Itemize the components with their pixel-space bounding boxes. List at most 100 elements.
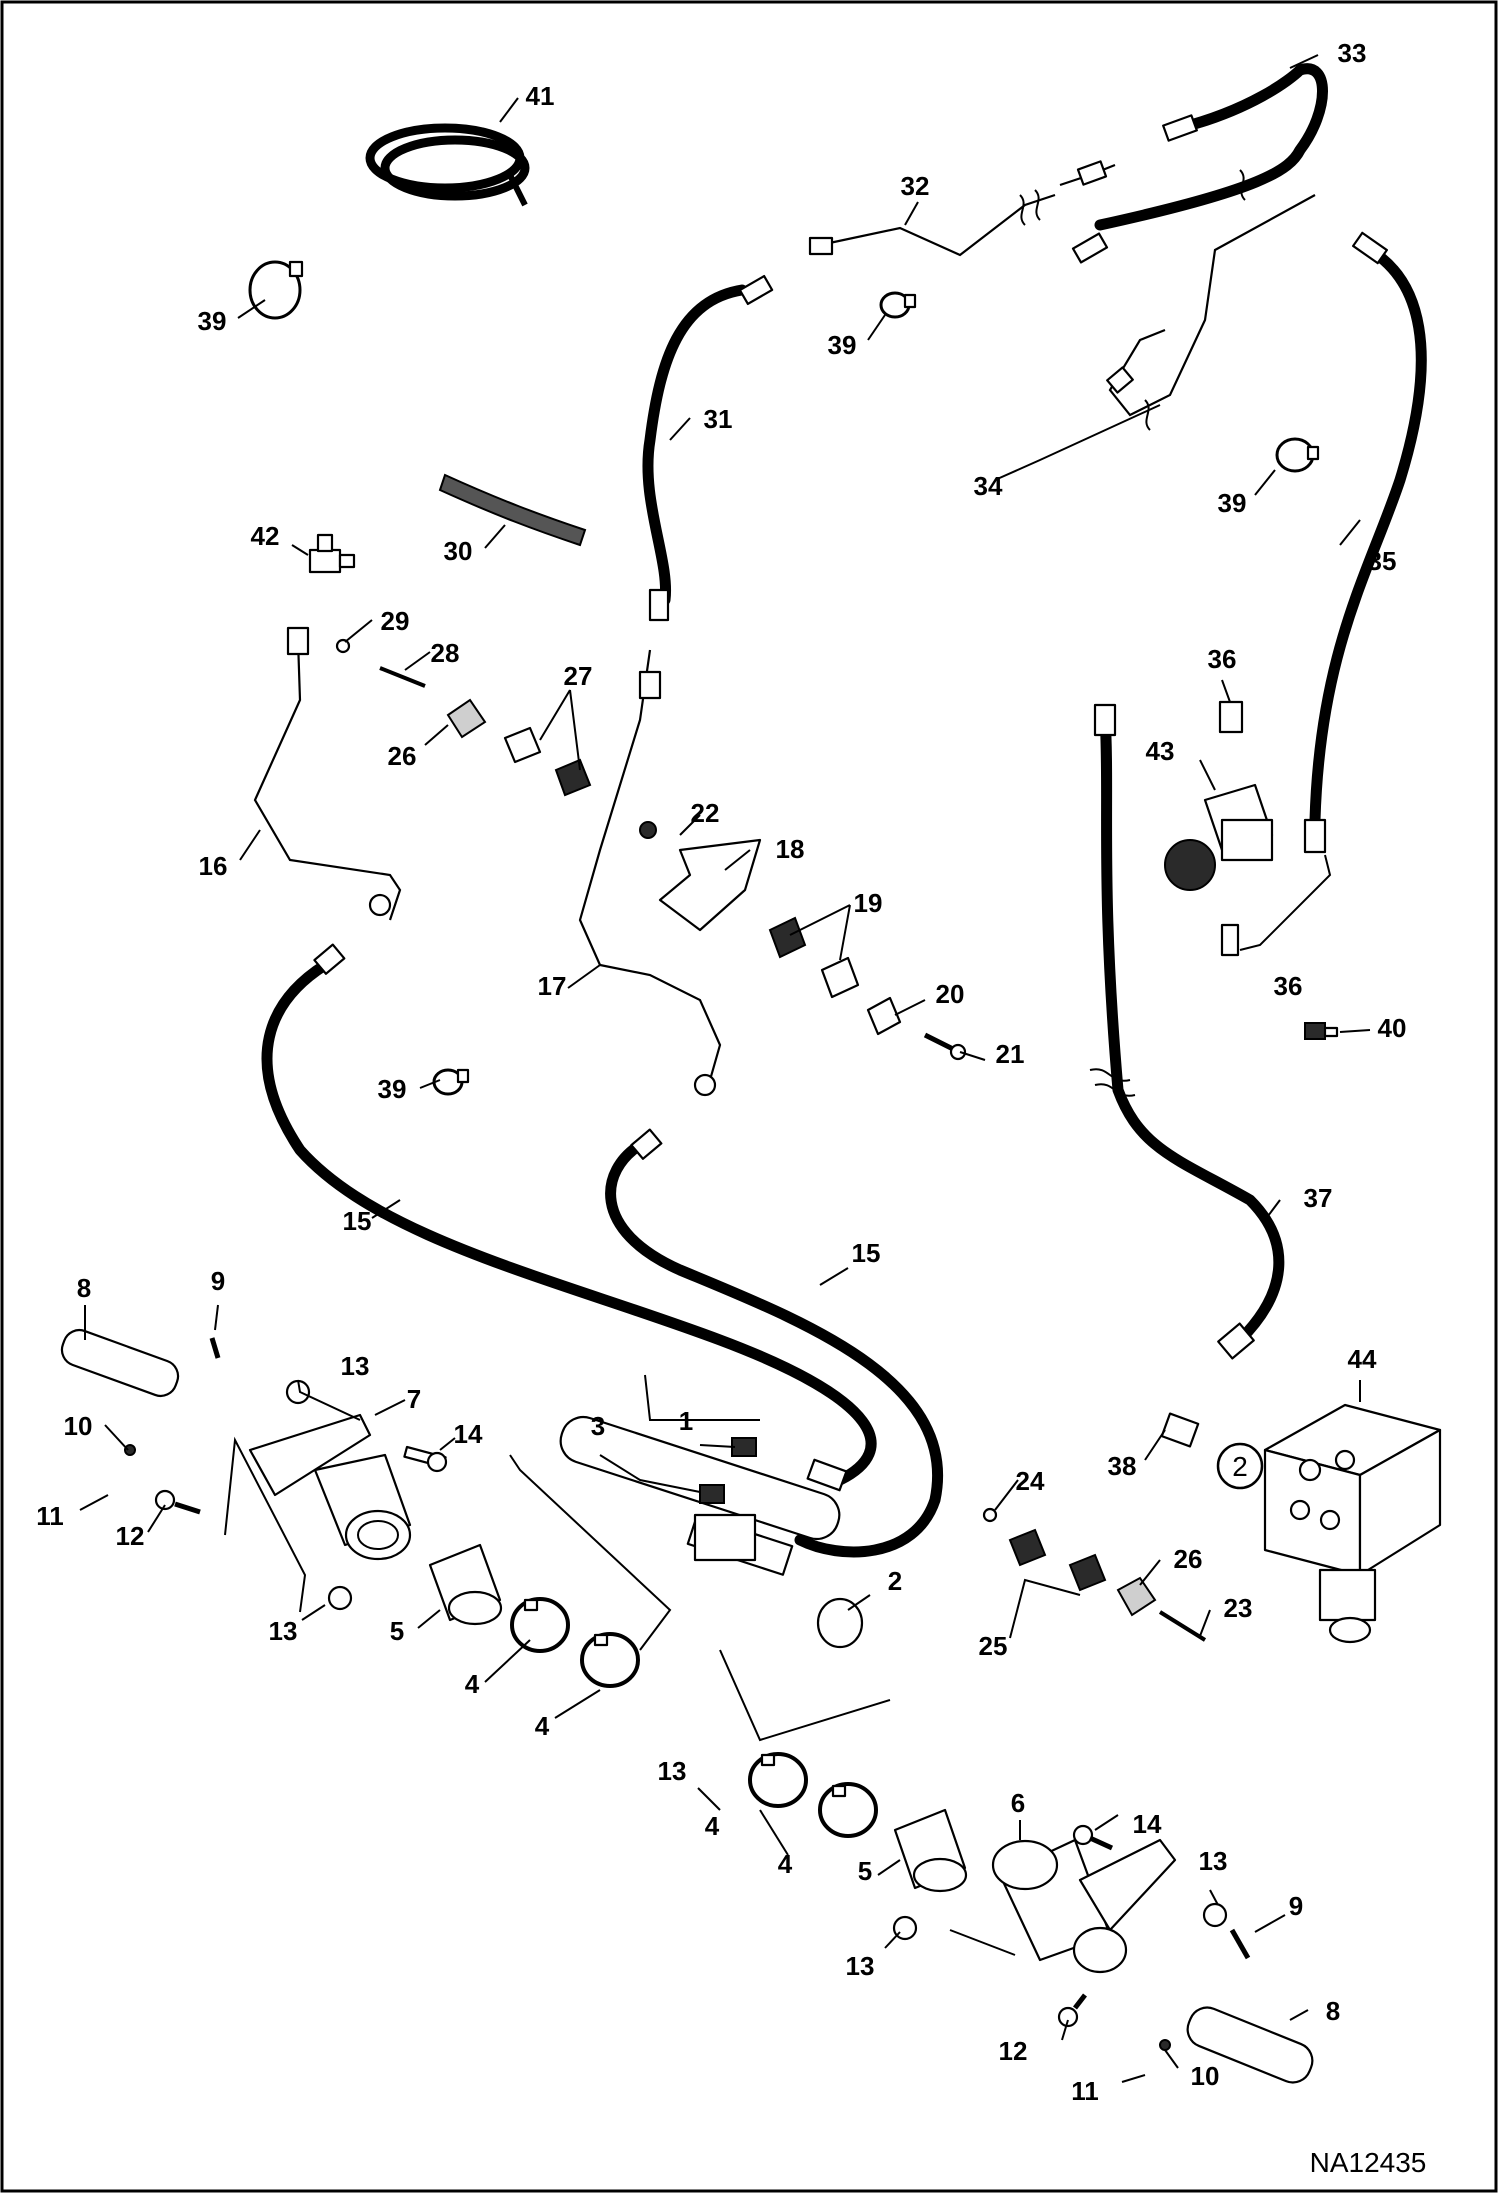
callout-15: 15 bbox=[343, 1206, 372, 1236]
callout-13: 13 bbox=[1199, 1846, 1228, 1876]
callout-8: 8 bbox=[77, 1273, 91, 1303]
clamp-half-27-a bbox=[503, 726, 542, 764]
callout-40: 40 bbox=[1378, 1013, 1407, 1043]
coiled-hose-41 bbox=[365, 123, 530, 207]
pin-9-right bbox=[1229, 1928, 1251, 1960]
callout-30: 30 bbox=[444, 536, 473, 566]
callout-13: 13 bbox=[341, 1351, 370, 1381]
callout-4: 4 bbox=[778, 1849, 793, 1879]
callout-3: 3 bbox=[591, 1411, 605, 1441]
tee-fitting-42 bbox=[308, 533, 356, 574]
callout-10: 10 bbox=[64, 1411, 93, 1441]
callout-37: 37 bbox=[1304, 1183, 1333, 1213]
callout-33: 33 bbox=[1338, 38, 1367, 68]
callout-24: 24 bbox=[1016, 1466, 1045, 1496]
bolt-23 bbox=[1158, 1610, 1207, 1642]
clamp-half-27-b bbox=[554, 758, 592, 797]
callout-39: 39 bbox=[828, 330, 857, 360]
callout-4: 4 bbox=[705, 1811, 720, 1841]
callout-22: 22 bbox=[691, 798, 720, 828]
cylinder-2 bbox=[559, 1415, 864, 1649]
nut-22 bbox=[639, 821, 657, 839]
callout-41: 41 bbox=[526, 81, 555, 111]
tube-32 bbox=[819, 193, 1056, 257]
callout-38: 38 bbox=[1108, 1451, 1137, 1481]
hose-31 bbox=[642, 284, 748, 606]
callout-4: 4 bbox=[535, 1711, 550, 1741]
hose-33 bbox=[1094, 63, 1328, 231]
callout-39: 39 bbox=[198, 306, 227, 336]
callout-9: 9 bbox=[1289, 1891, 1303, 1921]
callout-39: 39 bbox=[1218, 488, 1247, 518]
clamp-39-b bbox=[879, 291, 917, 319]
clamp-4-d bbox=[818, 1782, 878, 1838]
callout-44: 44 bbox=[1348, 1344, 1377, 1374]
callout-43: 43 bbox=[1146, 736, 1175, 766]
callout-8: 8 bbox=[1326, 1996, 1340, 2026]
clamp-4-c bbox=[748, 1752, 808, 1808]
nut-24 bbox=[982, 1507, 998, 1523]
callout-4: 4 bbox=[465, 1669, 480, 1699]
ring-10-right bbox=[1159, 2039, 1171, 2051]
valve-43 bbox=[1164, 783, 1274, 891]
mount-7 bbox=[248, 1413, 412, 1561]
elbow-fitting-36-top bbox=[1218, 700, 1244, 734]
callout-18: 18 bbox=[776, 834, 805, 864]
callout-9: 9 bbox=[211, 1266, 225, 1296]
callout-39: 39 bbox=[378, 1074, 407, 1104]
mount-6 bbox=[991, 1838, 1177, 1974]
clamp-39-d bbox=[432, 1068, 470, 1096]
bolt-14-right bbox=[1072, 1824, 1114, 1851]
bolt-14-left bbox=[403, 1445, 448, 1473]
callout-13: 13 bbox=[658, 1756, 687, 1786]
tube-nuts bbox=[286, 160, 1134, 1097]
hose-35 bbox=[1309, 244, 1427, 826]
callout-5: 5 bbox=[858, 1856, 872, 1886]
callout-15: 15 bbox=[852, 1238, 881, 1268]
callout-labels: 41 33 32 39 39 31 30 34 39 35 42 29 28 2… bbox=[36, 38, 1406, 2106]
svg-text:2: 2 bbox=[1232, 1451, 1248, 1482]
callout-29: 29 bbox=[381, 606, 410, 636]
bolt-12-left bbox=[154, 1489, 201, 1515]
clamp-half-25-a bbox=[1008, 1528, 1047, 1567]
callout-28: 28 bbox=[431, 638, 460, 668]
callout-27: 27 bbox=[564, 661, 593, 691]
callout-20: 20 bbox=[936, 979, 965, 1009]
callout-16: 16 bbox=[199, 851, 228, 881]
callout-36: 36 bbox=[1274, 971, 1303, 1001]
tube-16 bbox=[253, 639, 402, 921]
callout-17: 17 bbox=[538, 971, 567, 1001]
callout-36: 36 bbox=[1208, 644, 1237, 674]
hose-15-right bbox=[605, 1139, 943, 1558]
tube-34 bbox=[1108, 194, 1316, 417]
grip-8-right bbox=[1186, 2006, 1314, 2084]
fitting-1 bbox=[731, 1437, 757, 1457]
bushing-5-left bbox=[428, 1543, 503, 1626]
callout-26: 26 bbox=[388, 741, 417, 771]
seal-strip-30 bbox=[438, 473, 587, 547]
plate-26-b bbox=[1116, 1576, 1157, 1617]
callout-5: 5 bbox=[390, 1616, 404, 1646]
clamp-39-c bbox=[1275, 437, 1320, 473]
callout-12: 12 bbox=[999, 2036, 1028, 2066]
grip-8-left bbox=[60, 1328, 180, 1398]
fitting-3 bbox=[699, 1484, 725, 1504]
callout-12: 12 bbox=[116, 1521, 145, 1551]
callout-25: 25 bbox=[979, 1631, 1008, 1661]
hose-15-left bbox=[261, 959, 877, 1486]
bolt-12-right bbox=[1057, 1993, 1087, 2028]
break-marks bbox=[1019, 169, 1246, 1097]
fitting-36-bottom bbox=[1220, 923, 1240, 957]
callout-19: 19 bbox=[854, 888, 883, 918]
callout-32: 32 bbox=[901, 171, 930, 201]
clamp-4-a bbox=[510, 1597, 570, 1653]
clamp-half-19-b bbox=[820, 956, 860, 999]
bolt-21 bbox=[923, 1032, 967, 1061]
circled-note: 2 bbox=[1216, 1442, 1264, 1490]
clamp-4-b bbox=[580, 1632, 640, 1688]
callout-42: 42 bbox=[251, 521, 280, 551]
clamp-39-a bbox=[248, 260, 304, 320]
plate-20 bbox=[866, 996, 902, 1036]
